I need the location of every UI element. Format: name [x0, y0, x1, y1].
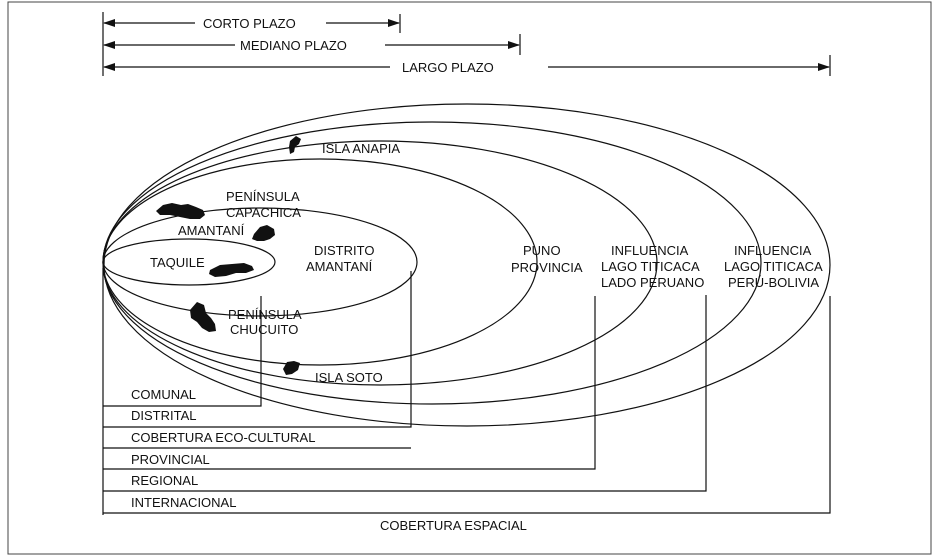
- amantani-label: AMANTANÍ: [178, 223, 245, 238]
- distrito-amantani-label-2: AMANTANÍ: [306, 259, 373, 274]
- influencia-bolivia-label-2: LAGO TITICACA: [724, 259, 823, 274]
- provincial-connector: [103, 296, 596, 470]
- ellipse-regional: [102, 121, 762, 405]
- isla-anapia-shape: [289, 136, 301, 154]
- figure-border: [7, 1, 932, 555]
- eco-cultural-label: COBERTURA ECO-CULTURAL: [131, 430, 315, 445]
- capachica-label-1: PENÍNSULA: [226, 189, 300, 204]
- level-connectors: [102, 268, 831, 515]
- place-labels: ISLA ANAPIA PENÍNSULA CAPACHICA AMANTANÍ…: [150, 141, 823, 385]
- level-labels: COMUNAL DISTRITAL COBERTURA ECO-CULTURAL…: [131, 387, 527, 533]
- taquile-shape: [209, 263, 254, 277]
- capachica-label-2: CAPACHICA: [226, 205, 301, 220]
- taquile-label: TAQUILE: [150, 255, 205, 270]
- chucuito-shape: [190, 302, 216, 332]
- chucuito-label-1: PENÍNSULA: [228, 307, 302, 322]
- internacional-label: INTERNACIONAL: [131, 495, 236, 510]
- distrito-amantani-label-1: DISTRITO: [314, 243, 374, 258]
- influencia-peruano-label-1: INFLUENCIA: [611, 243, 689, 258]
- regional-connector: [103, 295, 707, 492]
- comunal-label: COMUNAL: [131, 387, 196, 402]
- influencia-bolivia-label-3: PERÚ-BOLIVIA: [728, 275, 819, 290]
- influencia-peruano-label-2: LAGO TITICACA: [601, 259, 700, 274]
- provincial-label: PROVINCIAL: [131, 452, 210, 467]
- coverage-ellipses: [102, 103, 831, 427]
- distrital-label: DISTRITAL: [131, 408, 197, 423]
- corto-plazo-label: CORTO PLAZO: [203, 16, 296, 31]
- timeline: CORTO PLAZO MEDIANO PLAZO LARGO PLAZO: [102, 12, 831, 76]
- isla-soto-shape: [283, 361, 300, 375]
- chucuito-label-2: CHUCUITO: [230, 322, 298, 337]
- puno-label-1: PUNO: [523, 243, 561, 258]
- puno-label-2: PROVINCIA: [511, 260, 583, 275]
- comunal-connector: [103, 296, 262, 407]
- amantani-shape: [252, 225, 275, 241]
- islands: [156, 136, 301, 375]
- regional-label: REGIONAL: [131, 473, 198, 488]
- largo-plazo-label: LARGO PLAZO: [402, 60, 494, 75]
- mediano-plazo-label: MEDIANO PLAZO: [240, 38, 347, 53]
- distrital-connector: [103, 271, 412, 428]
- isla-anapia-label: ISLA ANAPIA: [322, 141, 400, 156]
- isla-soto-label: ISLA SOTO: [315, 370, 383, 385]
- influencia-peruano-label-3: LADO PERUANO: [601, 275, 704, 290]
- influencia-bolivia-label-1: INFLUENCIA: [734, 243, 812, 258]
- capachica-shape: [156, 203, 205, 219]
- ellipse-internacional: [103, 103, 831, 427]
- cobertura-espacial-label: COBERTURA ESPACIAL: [380, 518, 527, 533]
- internacional-connector: [103, 296, 831, 514]
